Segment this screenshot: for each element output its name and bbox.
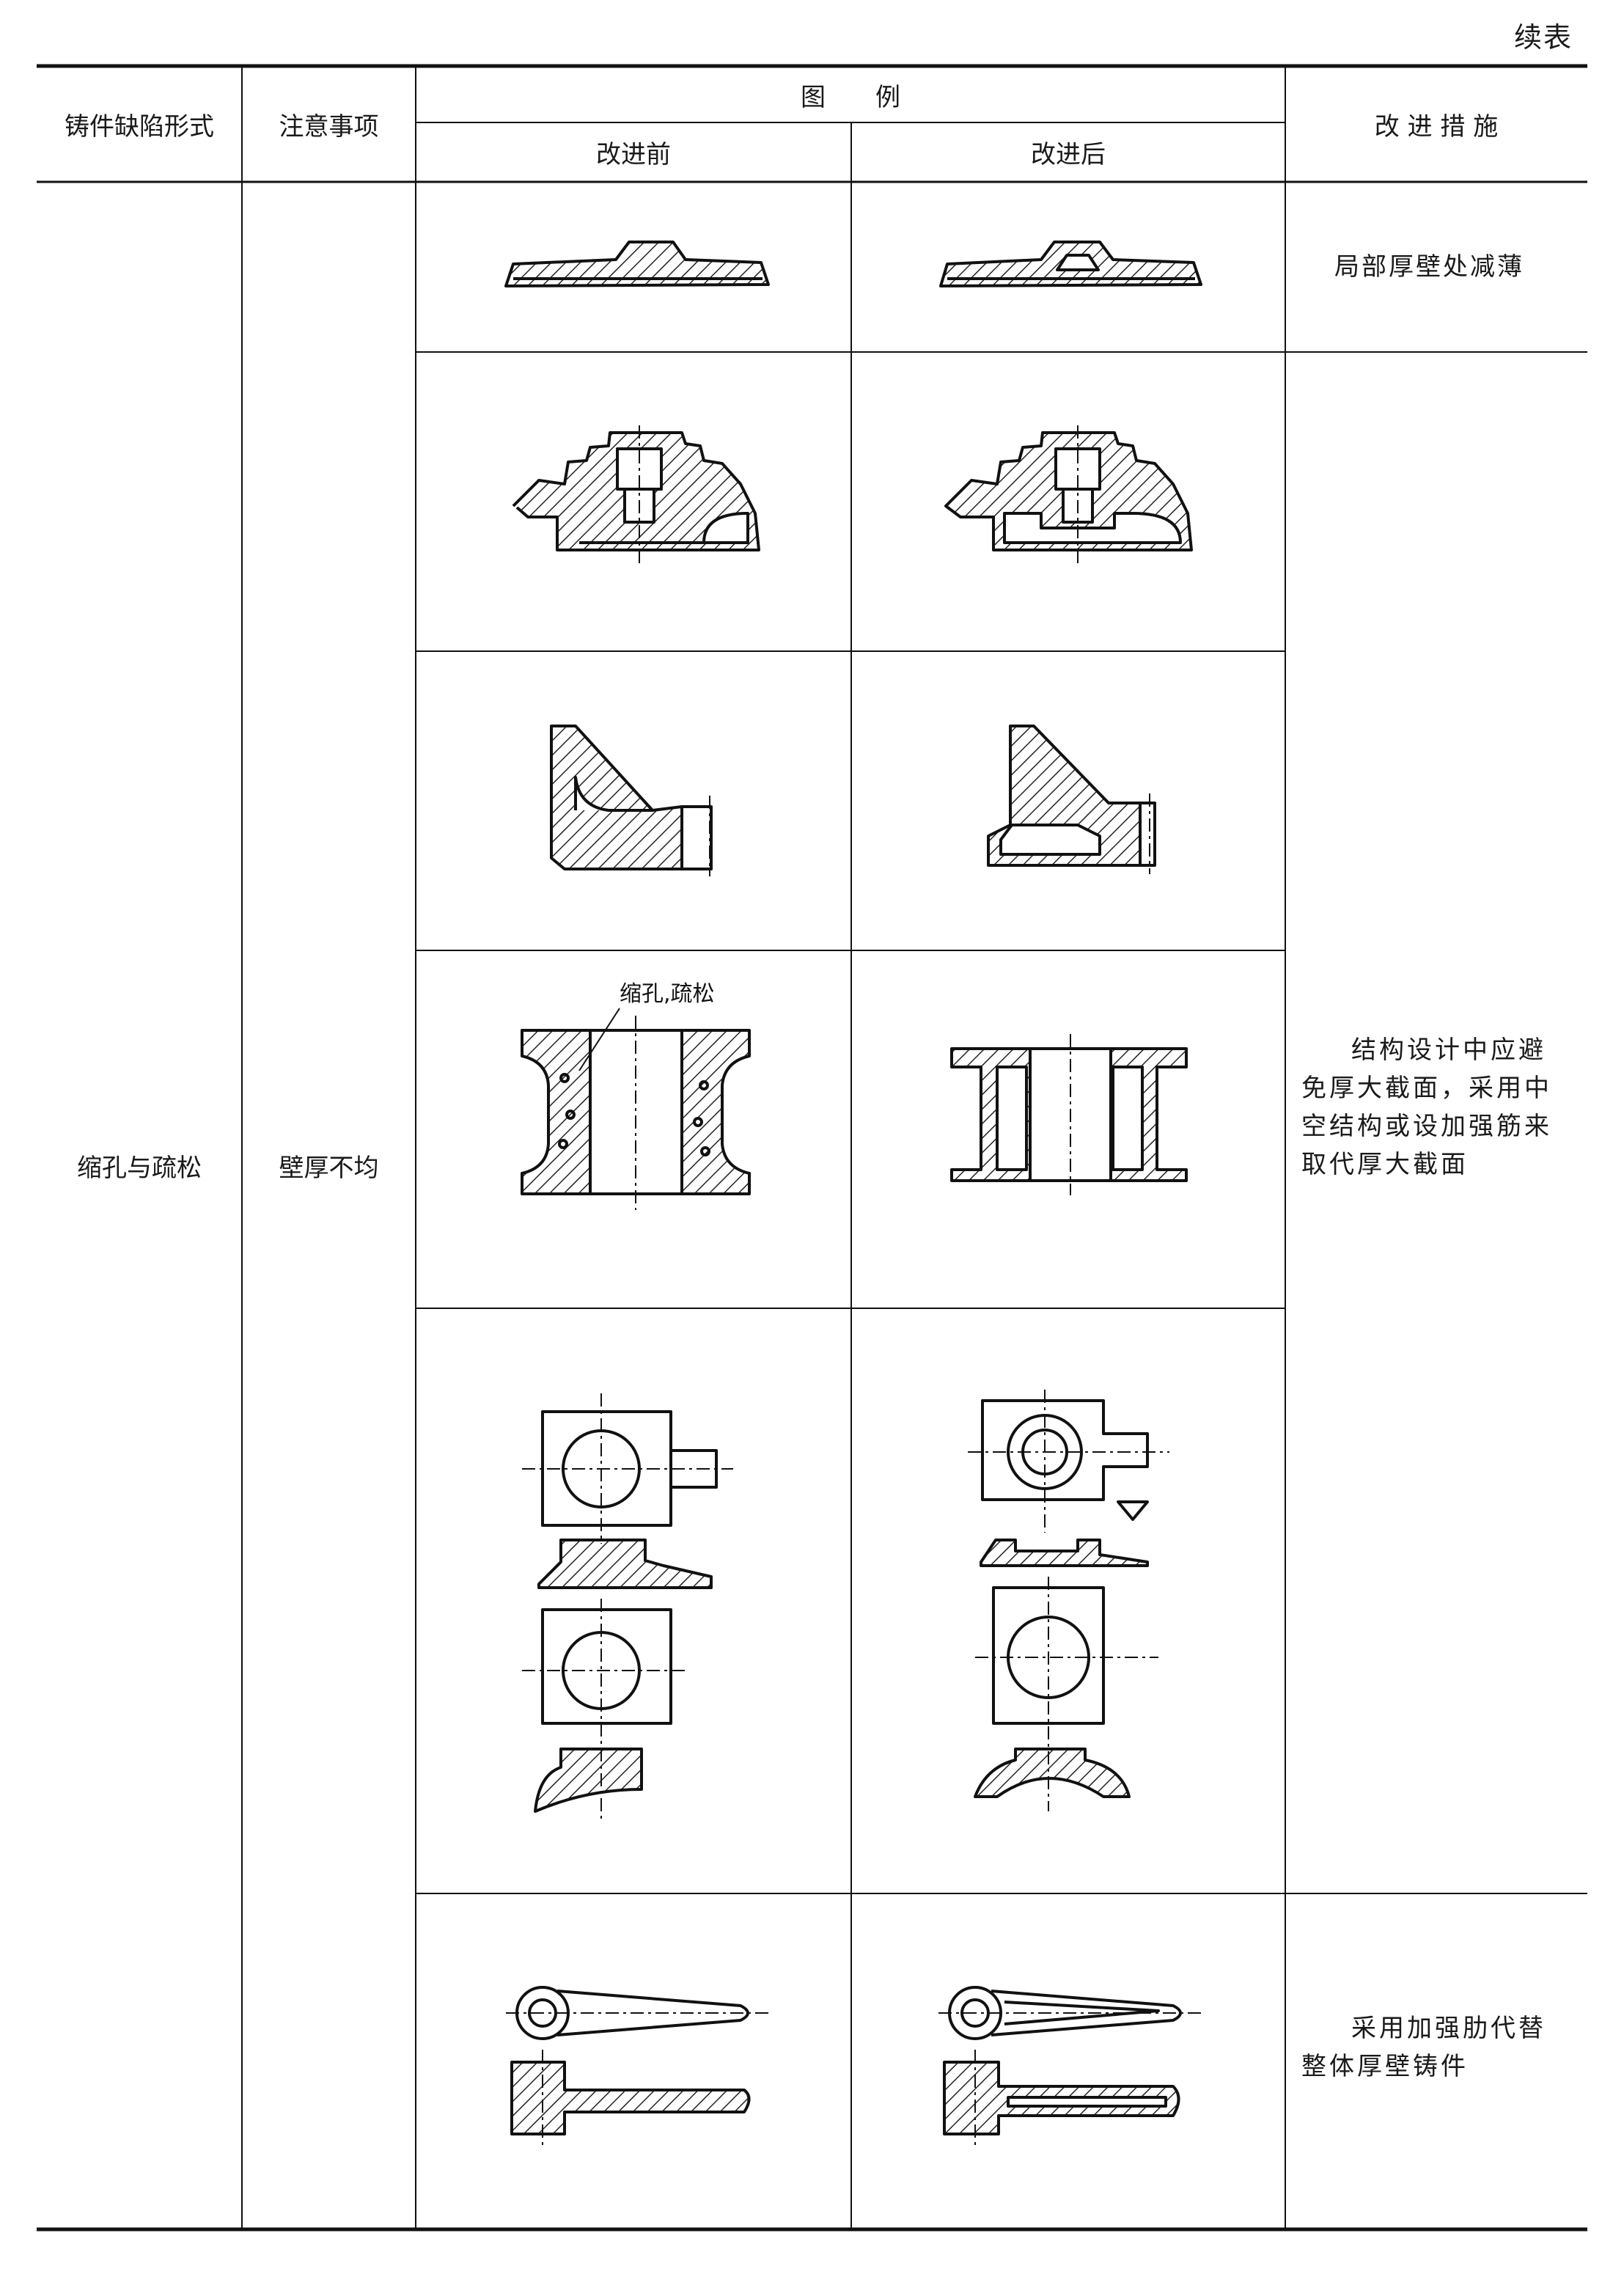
header-illustration: 图 例 [801, 83, 900, 112]
continued-label: 续表 [1513, 21, 1573, 54]
header-before: 改进前 [596, 140, 671, 169]
measure-3: 采用加强肋代替整体厚壁铸件 [1301, 2014, 1546, 2081]
measure-2: 结构设计中应避免厚大截面，采用中空结构或设加强筋来取代厚大截面 [1301, 1035, 1552, 1179]
measure-1: 局部厚壁处减薄 [1334, 252, 1524, 282]
defect-form-cell: 缩孔与疏松 [77, 1154, 202, 1183]
header-defect-form: 铸件缺陷形式 [65, 112, 214, 142]
header-notes: 注意事项 [279, 112, 379, 142]
header-after: 改进后 [1031, 140, 1106, 169]
notes-cell: 壁厚不均 [279, 1154, 379, 1183]
header-measures: 改 进 措 施 [1374, 112, 1499, 142]
